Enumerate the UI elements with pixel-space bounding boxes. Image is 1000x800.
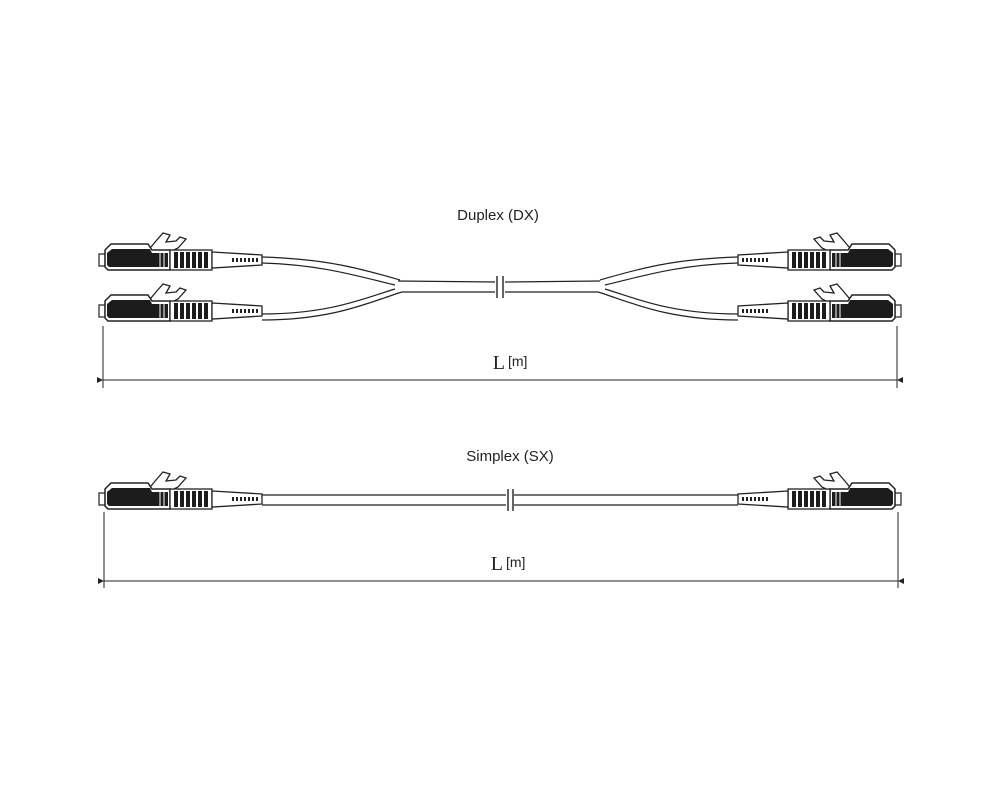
simplex-dimension — [98, 512, 904, 588]
duplex-connector-right-top — [737, 232, 902, 271]
simplex-diagram: Simplex (SX) L [m] — [98, 448, 904, 588]
duplex-diagram: Duplex (DX) — [97, 207, 903, 388]
simplex-fiber — [262, 494, 738, 506]
duplex-dimension — [97, 326, 903, 388]
simplex-title: Simplex (SX) — [466, 448, 554, 465]
duplex-length-unit: [m] — [508, 353, 527, 369]
duplex-connector-right-bottom — [737, 283, 902, 322]
simplex-length-unit: [m] — [506, 554, 525, 570]
duplex-fiber-legs — [261, 256, 739, 321]
duplex-length-symbol: L — [493, 352, 505, 374]
simplex-length-break — [507, 489, 514, 511]
duplex-title: Duplex (DX) — [457, 207, 539, 224]
simplex-connector-left — [98, 471, 263, 510]
duplex-connector-left-bottom — [98, 283, 263, 322]
simplex-length-symbol: L — [491, 553, 503, 575]
duplex-length-break — [496, 276, 504, 298]
duplex-connector-left-top — [98, 232, 263, 271]
simplex-connector-right — [737, 471, 902, 510]
